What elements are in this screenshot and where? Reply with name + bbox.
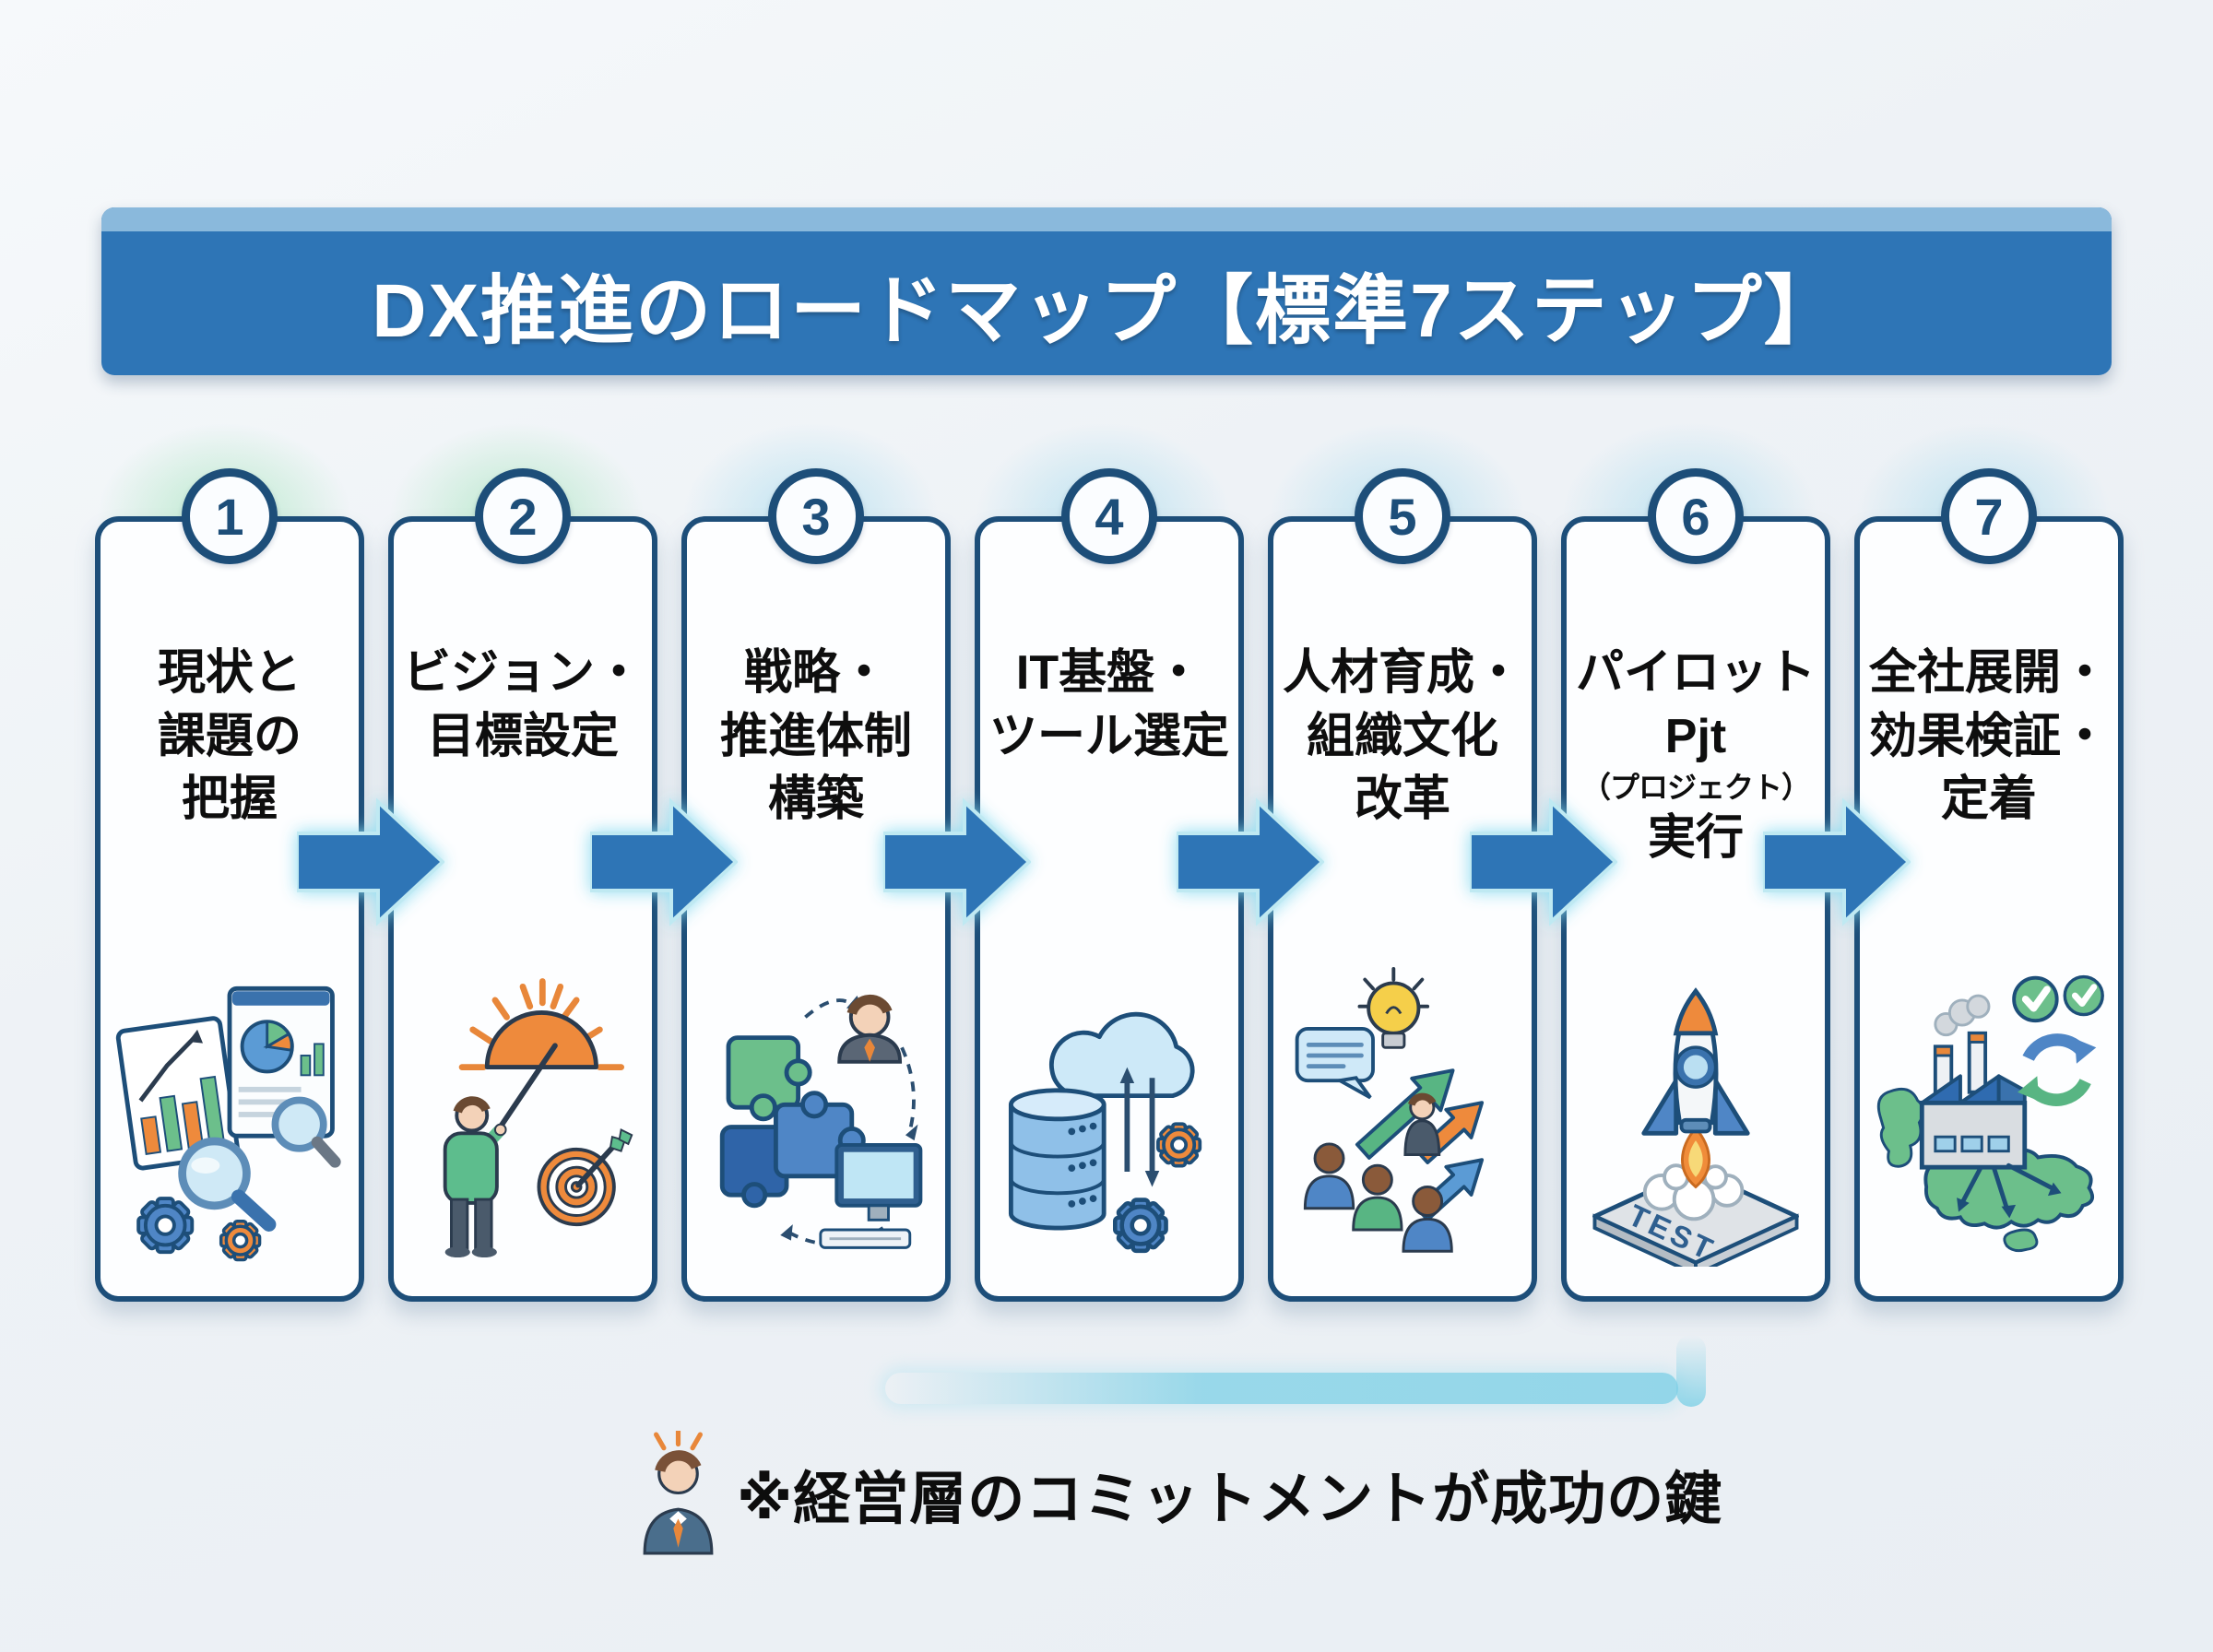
step-label-line: ツール選定 [988, 709, 1229, 763]
step-label: 人材育成・ 組織文化 改革 [1273, 642, 1532, 832]
step-label: ビジョン・ 目標設定 [394, 642, 652, 768]
step-label: 現状と 課題の 把握 [101, 642, 359, 832]
arrow-right-icon-5 [1470, 795, 1617, 929]
step-card-3: 3 戦略・ 推進体制 構築 [681, 468, 951, 1302]
arrow-right-icon-3 [883, 795, 1031, 929]
step-label-line: 把握 [181, 773, 278, 827]
arrow-right-icon-2 [590, 795, 738, 929]
step-label-line: 目標設定 [426, 709, 619, 763]
step-card-4: 4 IT基盤・ ツール選定 [975, 468, 1244, 1302]
title-banner: DX推進のロードマップ【標準7ステップ】 [101, 207, 2112, 375]
step-number-badge: 4 [1061, 468, 1157, 564]
step-label: 戦略・ 推進体制 構築 [687, 642, 945, 832]
people-idea-growth-icon [1286, 961, 1519, 1267]
step-label-line: 現状と [157, 646, 302, 700]
arrow-right-icon-4 [1177, 795, 1324, 929]
connector-band-horizontal [885, 1373, 1678, 1404]
footer-note: ※経営層のコミットメントが成功の鍵 [634, 1431, 1722, 1555]
cloud-database-gears-icon [993, 961, 1225, 1267]
vision-sun-target-icon [407, 961, 639, 1267]
step-label: 全社展開・ 効果検証・ 定着 [1860, 642, 2118, 832]
step-number-badge: 2 [475, 468, 571, 564]
banner-top-strip [101, 207, 2112, 231]
step-number-badge: 3 [768, 468, 864, 564]
connector-band-vertical [1676, 1335, 1706, 1407]
step-label-line: ビジョン・ [402, 646, 643, 700]
arrow-right-icon-1 [297, 795, 444, 929]
step-card-7: 7 全社展開・ 効果検証・ 定着 [1854, 468, 2124, 1302]
step-label-line: 推進体制 [719, 709, 912, 763]
step-label-line: 全社展開・ [1868, 646, 2109, 700]
step-number-badge: 1 [182, 468, 278, 564]
global-rollout-checks-icon [1873, 961, 2105, 1267]
step-label-line: パイロット [1575, 646, 1816, 700]
analysis-charts-icon [113, 961, 346, 1267]
executive-person-icon [643, 1431, 714, 1555]
step-card-6: 6 パイロット Pjt （プロジェクト） 実行 TEST [1561, 468, 1830, 1302]
step-label-line: 構築 [767, 773, 864, 827]
footer-note-text: ※経営層のコミットメントが成功の鍵 [737, 1467, 1723, 1531]
step-number-badge: 7 [1941, 468, 2037, 564]
step-label-line: 戦略・ [743, 646, 888, 700]
step-label-line: IT基盤・ [1015, 646, 1203, 700]
strategy-puzzle-team-icon [700, 961, 932, 1267]
step-number-badge: 5 [1355, 468, 1450, 564]
step-label-line: 課題の [157, 709, 302, 763]
step-number-badge: 6 [1648, 468, 1744, 564]
step-label-line: 改革 [1354, 773, 1450, 827]
page-title: DX推進のロードマップ【標準7ステップ】 [372, 268, 1841, 353]
step-label-line: （プロジェクト） [1580, 771, 1811, 805]
step-label-line: 定着 [1940, 773, 2037, 827]
step-label-line: Pjt [1664, 709, 1727, 763]
rocket-test-launch-icon: TEST [1580, 961, 1812, 1278]
step-label-line: 人材育成・ [1282, 646, 1522, 700]
step-label: パイロット Pjt （プロジェクト） 実行 [1567, 642, 1825, 870]
step-label-line: 組織文化 [1306, 709, 1498, 763]
step-label-line: 効果検証・ [1868, 709, 2109, 763]
arrow-right-icon-6 [1763, 795, 1911, 929]
step-label: IT基盤・ ツール選定 [980, 642, 1238, 768]
step-label-line: 実行 [1647, 811, 1744, 866]
step-card-1: 1 現状と 課題の 把握 [95, 468, 364, 1302]
